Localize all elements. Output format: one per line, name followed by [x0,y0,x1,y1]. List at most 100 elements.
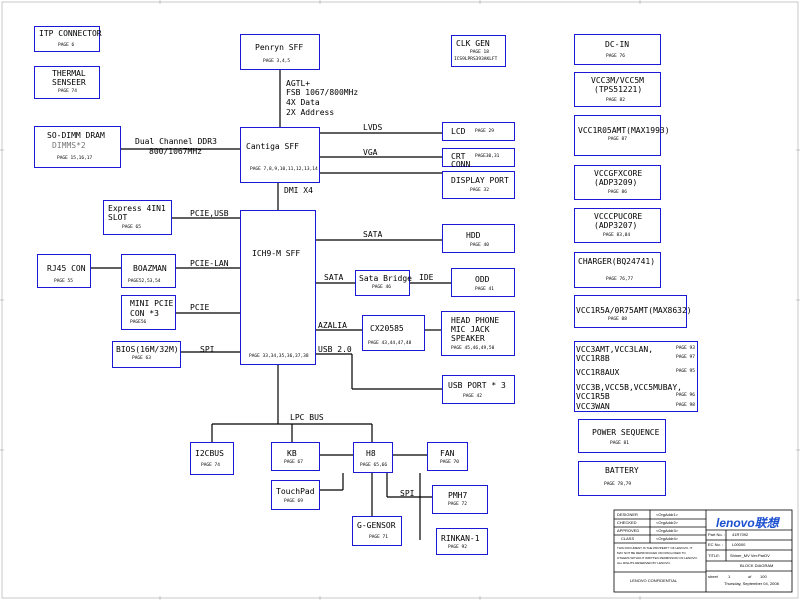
pmh7-title: PMH7 [448,491,468,500]
vccgfx-block [574,165,661,200]
clk-gen-part: ICS9LPRS393AKLFT [454,57,498,62]
tb-sheet-value: 1 [728,574,731,579]
odd-page: PAGE 41 [475,287,494,292]
rj45-title: RJ45 CON [47,264,86,273]
penryn-block [240,34,320,70]
tb-title-label: TITLE: [708,553,721,558]
g-sensor-page: PAGE 71 [369,535,388,540]
vcc3m-page: PAGE 82 [606,98,625,103]
tb-checked-value: <OrgAddr2> [656,520,679,525]
label-spi-pmh7: SPI [400,489,415,498]
vcc3m-line1: VCC3M/VCC5M [591,76,644,85]
label-ide: IDE [419,273,434,282]
label-sata-hdd: SATA [363,230,383,239]
ich9-title: ICH9-M SFF [252,249,301,258]
label-fsb: FSB 1067/800MHz [286,88,359,97]
penryn-page: PAGE 3,4,5 [263,59,291,64]
tb-doc-title: BLOCK DIAGRAM [740,563,774,568]
odd-title: ODD [475,275,490,284]
label-sata-bridge: SATA [324,273,344,282]
bios-title: BIOS(16M/32M) [116,345,179,354]
tb-note-3: OTHERS WITHOUT WRITTEN PERMISSION OF LEN… [617,556,698,560]
headphone-block [441,311,515,356]
headphone-line3: SPEAKER [451,334,485,343]
vcc3m-block [574,72,661,107]
tb-class-label: CLASS [621,536,635,541]
misc-rails-page2: PAGE 97 [676,355,695,360]
battery-block [578,461,666,496]
vcc1r05-title: VCC1R05AMT(MAX1993) [578,126,670,135]
touchpad-title: TouchPad [276,487,315,496]
vcccpu-page: PAGE 83,84 [603,233,631,238]
sata-bridge-block [355,270,410,296]
label-usb20: USB 2.0 [318,345,352,354]
charger-block [574,252,661,288]
i2cbus-title: I2CBUS [195,449,224,458]
vcc1r5a-title: VCC1R5A/0R75AMT(MAX8632) [576,306,692,315]
tb-checked-label: CHECKED [617,520,637,525]
label-dmi: DMI X4 [284,186,313,195]
vcccpu-line2: (ADP3207) [594,221,638,230]
vcc1r5a-page: PAGE 88 [608,317,627,322]
label-lpc-bus: LPC BUS [290,413,324,422]
mini-pcie-line2: CON *3 [130,309,159,318]
vccgfx-page: PAGE 86 [608,190,627,195]
vcc1r5a-block [574,295,687,328]
hdd-title: HDD [466,231,481,240]
mini-pcie-block [121,295,176,330]
h8-page: PAGE 65,66 [360,463,388,468]
boazman-block [121,254,176,288]
usb-port-block [442,375,515,404]
itp-connector-title: ITP CONNECTOR [39,29,102,38]
headphone-line1: HEAD PHONE [451,316,500,325]
misc-rails-block [574,341,698,412]
sodimm-block [34,126,121,168]
label-vga: VGA [363,148,378,157]
tb-note-4: ALL RIGHTS RESERVED BY LENOVO. [617,561,671,565]
vccgfx-line1: VCCGFXCORE [594,169,643,178]
label-pcie: PCIE [190,303,210,312]
label-spi-bios: SPI [200,345,215,354]
tb-designer-label: DESIGNER [617,512,638,517]
cantiga-block [240,127,320,183]
h8-title: H8 [366,449,376,458]
display-port-title: DISPLAY PORT [451,176,509,185]
misc-rails-line4: VCC3B,VCC5B,VCC5MUBAY, [576,383,682,392]
rinkan-page: PAGE 92 [448,545,467,550]
vccgfx-line2: (ADP3209) [594,178,638,187]
vcccpu-line1: VCCCPUCORE [594,212,643,221]
misc-rails-line6: VCC3WAN [576,402,610,411]
kb-page: PAGE 67 [284,460,303,465]
pmh7-block [432,485,488,514]
g-sensor-block [352,516,402,546]
misc-rails-line2: VCC1R8B [576,354,610,363]
fan-page: PAGE 70 [440,460,459,465]
rinkan-block [436,528,488,555]
vcc1r05-block [574,115,661,156]
tb-of-value: 100 [760,574,767,579]
power-sequence-page: PAGE 81 [610,441,629,446]
penryn-title: Penryn SFF [255,43,304,52]
tb-sheet-label: sheet [708,574,718,579]
tb-class-value: <OrgAddr4> [656,536,679,541]
odd-block [451,268,515,297]
misc-rails-line1: VCC3AMT,VCC3LAN, [576,345,654,354]
cx20585-block [362,315,425,351]
battery-page: PAGE 78,79 [604,482,632,487]
express-slot-block [103,200,172,235]
tb-title-value: Shiner_MV Ver:ParDV [730,553,770,558]
tb-approved-label: APPROVED [617,528,640,533]
sata-bridge-title: Sata Bridge [359,274,412,283]
mini-pcie-page: PAGE56 [130,320,147,325]
vcc3m-line2: (TPS51221) [594,85,643,94]
i2cbus-page: PAGE 74 [201,463,220,468]
misc-rails-page3: PAGE 95 [676,369,695,374]
rj45-block [37,254,91,288]
power-sequence-block [578,419,666,453]
label-4x-data: 4X Data [286,98,320,107]
misc-rails-line5: VCC1R5B [576,392,610,401]
tb-partno-value: 41R7092 [732,532,749,537]
vcccpu-block [574,208,661,243]
tb-approved-value: <OrgAddr3> [656,528,679,533]
express-slot-line2: SLOT [108,213,128,222]
